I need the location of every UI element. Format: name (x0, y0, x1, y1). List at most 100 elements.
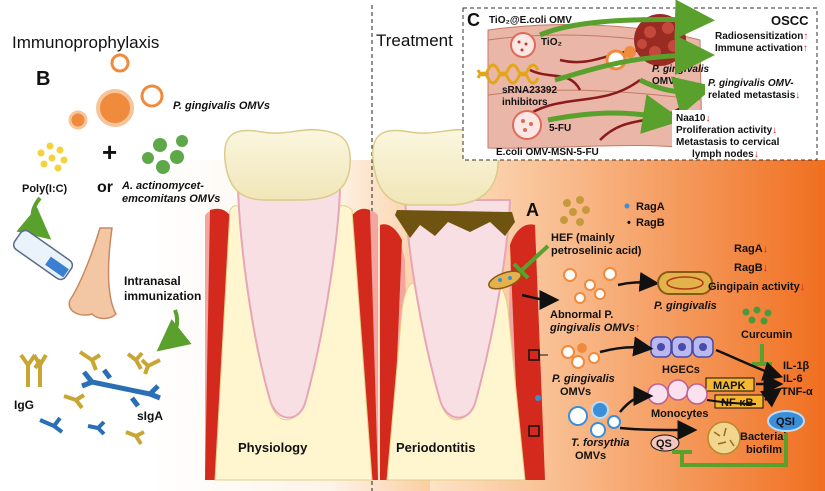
aa-vesicle-1 (153, 138, 167, 152)
hgec-nucleus (657, 343, 665, 351)
igg-antibody-2 (32, 353, 48, 387)
msn-particle (529, 122, 533, 126)
siga-label: sIgA (137, 409, 163, 423)
polyic-dot (37, 149, 45, 157)
polyic-dot (46, 142, 54, 150)
ecoli-msn-label: E.coli OMV-MSN-5-FU (496, 147, 599, 158)
pocket-dot (508, 276, 512, 280)
periodontitis-label: Periodontitis (396, 440, 475, 455)
antibodies-icon (19, 350, 161, 446)
abnormal-omv (584, 279, 596, 291)
il1b-label: IL-1β (783, 360, 810, 372)
qs-bubble (650, 434, 680, 452)
ragb-legend: RagB (636, 217, 665, 229)
tio2-particle (520, 48, 524, 52)
tf-to-monocyte-arrow (619, 386, 654, 413)
qs-label: QS (656, 438, 672, 450)
proliferation-text: Proliferation activity↓ (676, 125, 777, 136)
raga-down: RagA↓ (734, 243, 768, 255)
mapk-box (705, 377, 755, 392)
panel-b-label: B (36, 68, 50, 90)
hef-dot (569, 208, 577, 216)
pg-omv-c-2 (624, 46, 636, 58)
healthy-root (236, 189, 342, 419)
ragb-legend-bullet: • (627, 217, 631, 229)
hgec-to-cytokine-arrow (715, 348, 784, 381)
green-arrow-down (16, 196, 52, 240)
tio2-particle (517, 40, 521, 44)
aa-vesicle-3 (156, 160, 170, 174)
ragb-down: RagB↓ (734, 262, 768, 274)
pg-omv-a (571, 355, 585, 369)
il6-label: IL-6 (783, 373, 803, 385)
intranasal-label-line2: immunization (124, 289, 201, 303)
omv-small-1 (110, 53, 130, 73)
healthy-tooth (205, 128, 378, 481)
hef-dot (582, 206, 590, 214)
pg-omv-cluster (68, 53, 164, 130)
tf-label-line1: T. forsythia (571, 437, 629, 449)
c-result-2-bg (705, 75, 815, 101)
igg-antibody-7 (125, 430, 145, 446)
abnormal-label-line2: gingivalis OMVs↑ (549, 322, 640, 334)
pocket-bacterium (488, 270, 522, 290)
hef-dot (563, 199, 571, 207)
tf-small-dot (535, 395, 541, 401)
polyic-cluster (37, 142, 68, 172)
hgec-nucleus (699, 343, 707, 351)
aa-vesicle-5 (176, 135, 188, 147)
biofilm-label-line1: Bacterial (740, 431, 786, 443)
pocket-bacteria (488, 270, 522, 290)
hef-label-line1: HEF (mainly (551, 232, 615, 244)
polyic-dot (48, 154, 56, 162)
pg-omvs-c-line2: OMVs (652, 76, 681, 87)
qsi-label: QSI (776, 416, 795, 428)
pg-omv-a-line1: P. gingivalis (552, 373, 615, 385)
pg-omv-a (588, 352, 600, 364)
siga-antibody-2 (39, 416, 64, 434)
raga-legend-dot (624, 203, 630, 209)
pg-omv-related-line2: related metastasis↓ (708, 90, 800, 101)
pg-omv-a-cluster (561, 343, 600, 369)
monocyte-cells (647, 379, 708, 405)
diseased-gum-left-red (380, 224, 402, 480)
ecoli-msn-vesicle (512, 110, 542, 140)
c-arrow-5fu (547, 94, 683, 134)
oscc-label: OSCC (771, 13, 809, 28)
metastasis-line2: lymph nodes↓ (692, 149, 759, 160)
pg-bacterium-center (657, 271, 713, 295)
curcumin-dot (753, 306, 761, 314)
hef-dot (560, 216, 568, 224)
srna-label-line1: sRNA23392 (502, 85, 557, 96)
tio2-label: TiO₂ (541, 37, 562, 48)
abnormal-omv (594, 288, 606, 300)
radiosensitization-text: Radiosensitization↑ (715, 31, 808, 42)
c-result-1-bg (713, 28, 813, 54)
tumor-cell (637, 39, 647, 49)
omv-large (96, 89, 134, 127)
c-arrow-radio (539, 0, 715, 40)
hgec-nucleus (678, 343, 686, 351)
qsi-inhibit-line (680, 433, 788, 467)
c-arrow-inhibit (554, 35, 715, 83)
hgecs-label: HGECs (662, 364, 700, 376)
polyic-dot (54, 164, 62, 172)
pg-omv-a (577, 343, 587, 353)
healthy-crown (224, 128, 351, 201)
pg-omv-related-line1: P. gingivalis OMV- (708, 78, 794, 89)
polyic-dot (56, 146, 64, 154)
biofilm-icon (707, 421, 741, 455)
curcumin-label: Curcumin (741, 329, 793, 341)
tumor-cell (644, 26, 656, 38)
igg-antibody-5 (140, 358, 161, 375)
tf-omv (591, 401, 609, 419)
pg-rod (657, 271, 713, 295)
omv-small-3 (68, 110, 88, 130)
biofilm-label-line2: biofilm (746, 444, 782, 456)
pocket-dot (498, 278, 502, 282)
monocyte-pathway-line (706, 399, 757, 405)
hef-dot (576, 196, 584, 204)
monocytes-label: Monocytes (651, 408, 708, 420)
